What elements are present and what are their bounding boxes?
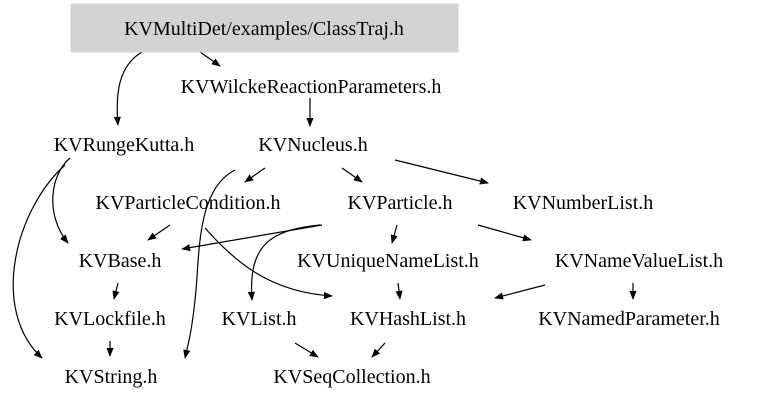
node-string[interactable]: KVString.h	[65, 366, 158, 388]
node-namedparameter[interactable]: KVNamedParameter.h	[538, 308, 720, 330]
node-seqcollection[interactable]: KVSeqCollection.h	[273, 366, 430, 388]
root-node-label: KVMultiDet/examples/ClassTraj.h	[124, 18, 404, 40]
nodes: KVMultiDet/examples/ClassTraj.h KVWilcke…	[54, 3, 723, 388]
node-particlecondition[interactable]: KVParticleCondition.h	[96, 192, 281, 214]
edge-particlecondition-to-base	[147, 224, 171, 241]
edge-root-to-wilcke	[199, 51, 221, 67]
node-uniquenamelist[interactable]: KVUniqueNameList.h	[297, 250, 479, 272]
edge-particle-to-namevaluelist	[477, 224, 532, 242]
edge-uniquenamelist-to-hashlist	[395, 282, 403, 300]
edge-namevaluelist-to-hashlist	[494, 284, 546, 300]
node-rungekutta[interactable]: KVRungeKutta.h	[54, 134, 195, 156]
root-node-box	[70, 3, 459, 53]
edge-nucleus-to-string	[183, 169, 236, 359]
node-particle[interactable]: KVParticle.h	[348, 192, 453, 214]
edge-root-to-rungekutta	[113, 51, 143, 126]
edge-nucleus-to-numberlist	[394, 159, 489, 185]
edge-base-to-lockfile	[112, 282, 120, 300]
edge-particlecondition-to-hashlist	[204, 227, 333, 300]
node-list[interactable]: KVList.h	[222, 308, 297, 330]
edge-particle-to-uniquenamelist	[390, 224, 398, 244]
node-numberlist[interactable]: KVNumberList.h	[513, 192, 654, 214]
edge-nucleus-to-particle	[341, 167, 363, 183]
node-base[interactable]: KVBase.h	[79, 250, 162, 272]
node-lockfile[interactable]: KVLockfile.h	[54, 308, 166, 330]
edge-particle-to-base	[181, 224, 323, 252]
edge-rungekutta-to-base	[52, 157, 71, 244]
edges	[12, 51, 637, 359]
edge-hashlist-to-seqcollection	[371, 342, 386, 358]
node-hashlist[interactable]: KVHashList.h	[350, 308, 466, 330]
node-root[interactable]: KVMultiDet/examples/ClassTraj.h	[70, 3, 459, 53]
edge-particle-to-list	[247, 224, 321, 301]
edge-list-to-seqcollection	[294, 342, 319, 358]
node-namevaluelist[interactable]: KVNameValueList.h	[555, 250, 723, 272]
edge-rungekutta-to-string	[12, 164, 66, 359]
node-nucleus[interactable]: KVNucleus.h	[258, 134, 367, 156]
edge-nucleus-to-particlecondition	[244, 167, 266, 183]
node-wilcke[interactable]: KVWilckeReactionParameters.h	[181, 76, 442, 98]
